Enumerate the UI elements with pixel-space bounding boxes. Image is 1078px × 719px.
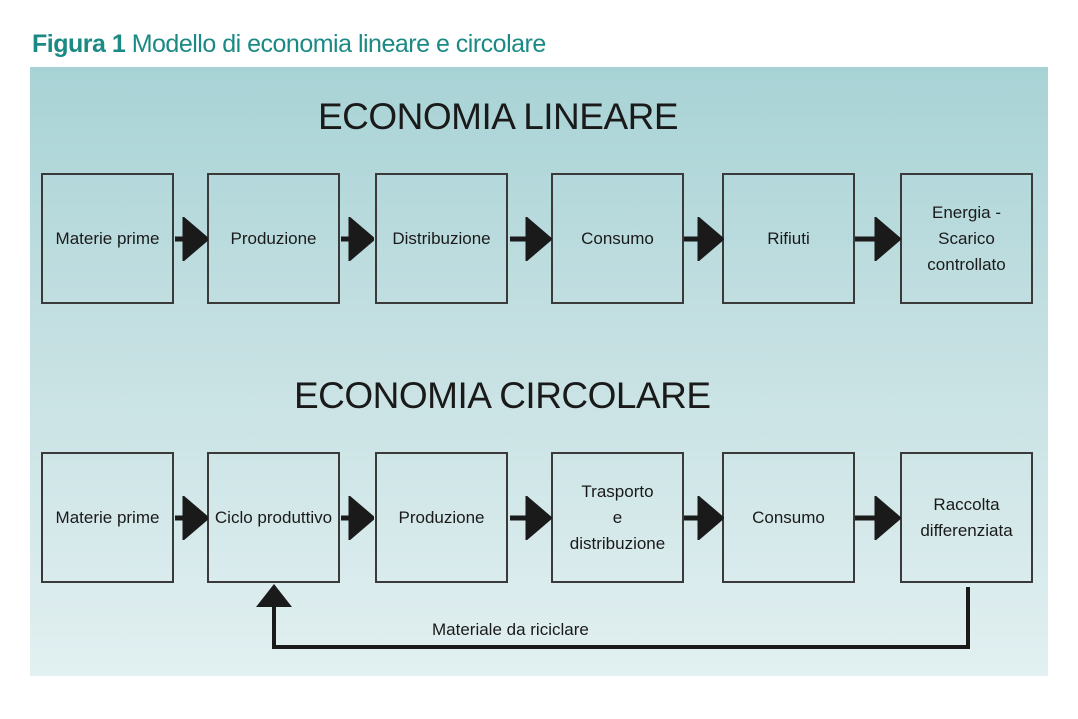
flow-arrow-icon [684,217,724,261]
linear-step-box: Materie prime [41,173,174,304]
flow-arrow-icon [510,496,552,540]
figure-title: Modello di economia lineare e circolare [131,30,547,58]
feedback-loop-arrow [256,584,970,649]
circular-step-box: Trasporto e distribuzione [551,452,684,583]
diagram-panel: ECONOMIA LINEARE Materie prime Produzion… [30,67,1048,676]
linear-step-box: Produzione [207,173,340,304]
recycle-loop-label: Materiale da riciclare [432,620,589,639]
linear-economy-heading: ECONOMIA LINEARE [318,96,679,137]
linear-step-box: Distribuzione [375,173,508,304]
circular-step-box: Ciclo produttivo [207,452,340,583]
flow-arrow-icon [341,217,374,261]
circular-step-box: Produzione [375,452,508,583]
circular-step-box: Materie prime [41,452,174,583]
figure-caption: Figura 1 Modello di economia lineare e c… [32,30,546,59]
flow-arrow-icon [510,217,552,261]
flow-arrow-icon [855,217,901,261]
circular-step-box: Consumo [722,452,855,583]
circular-step-box: Raccolta differenziata [900,452,1033,583]
linear-step-box: Rifiuti [722,173,855,304]
flow-arrow-icon [175,217,208,261]
figure-label: Figura 1 [32,30,126,58]
linear-step-box: Consumo [551,173,684,304]
flow-arrow-icon [175,496,208,540]
flow-arrow-icon [855,496,901,540]
circular-economy-heading: ECONOMIA CIRCOLARE [294,375,711,416]
flow-arrow-icon [341,496,374,540]
flow-arrow-icon [684,496,724,540]
linear-step-box: Energia - Scarico controllato [900,173,1033,304]
